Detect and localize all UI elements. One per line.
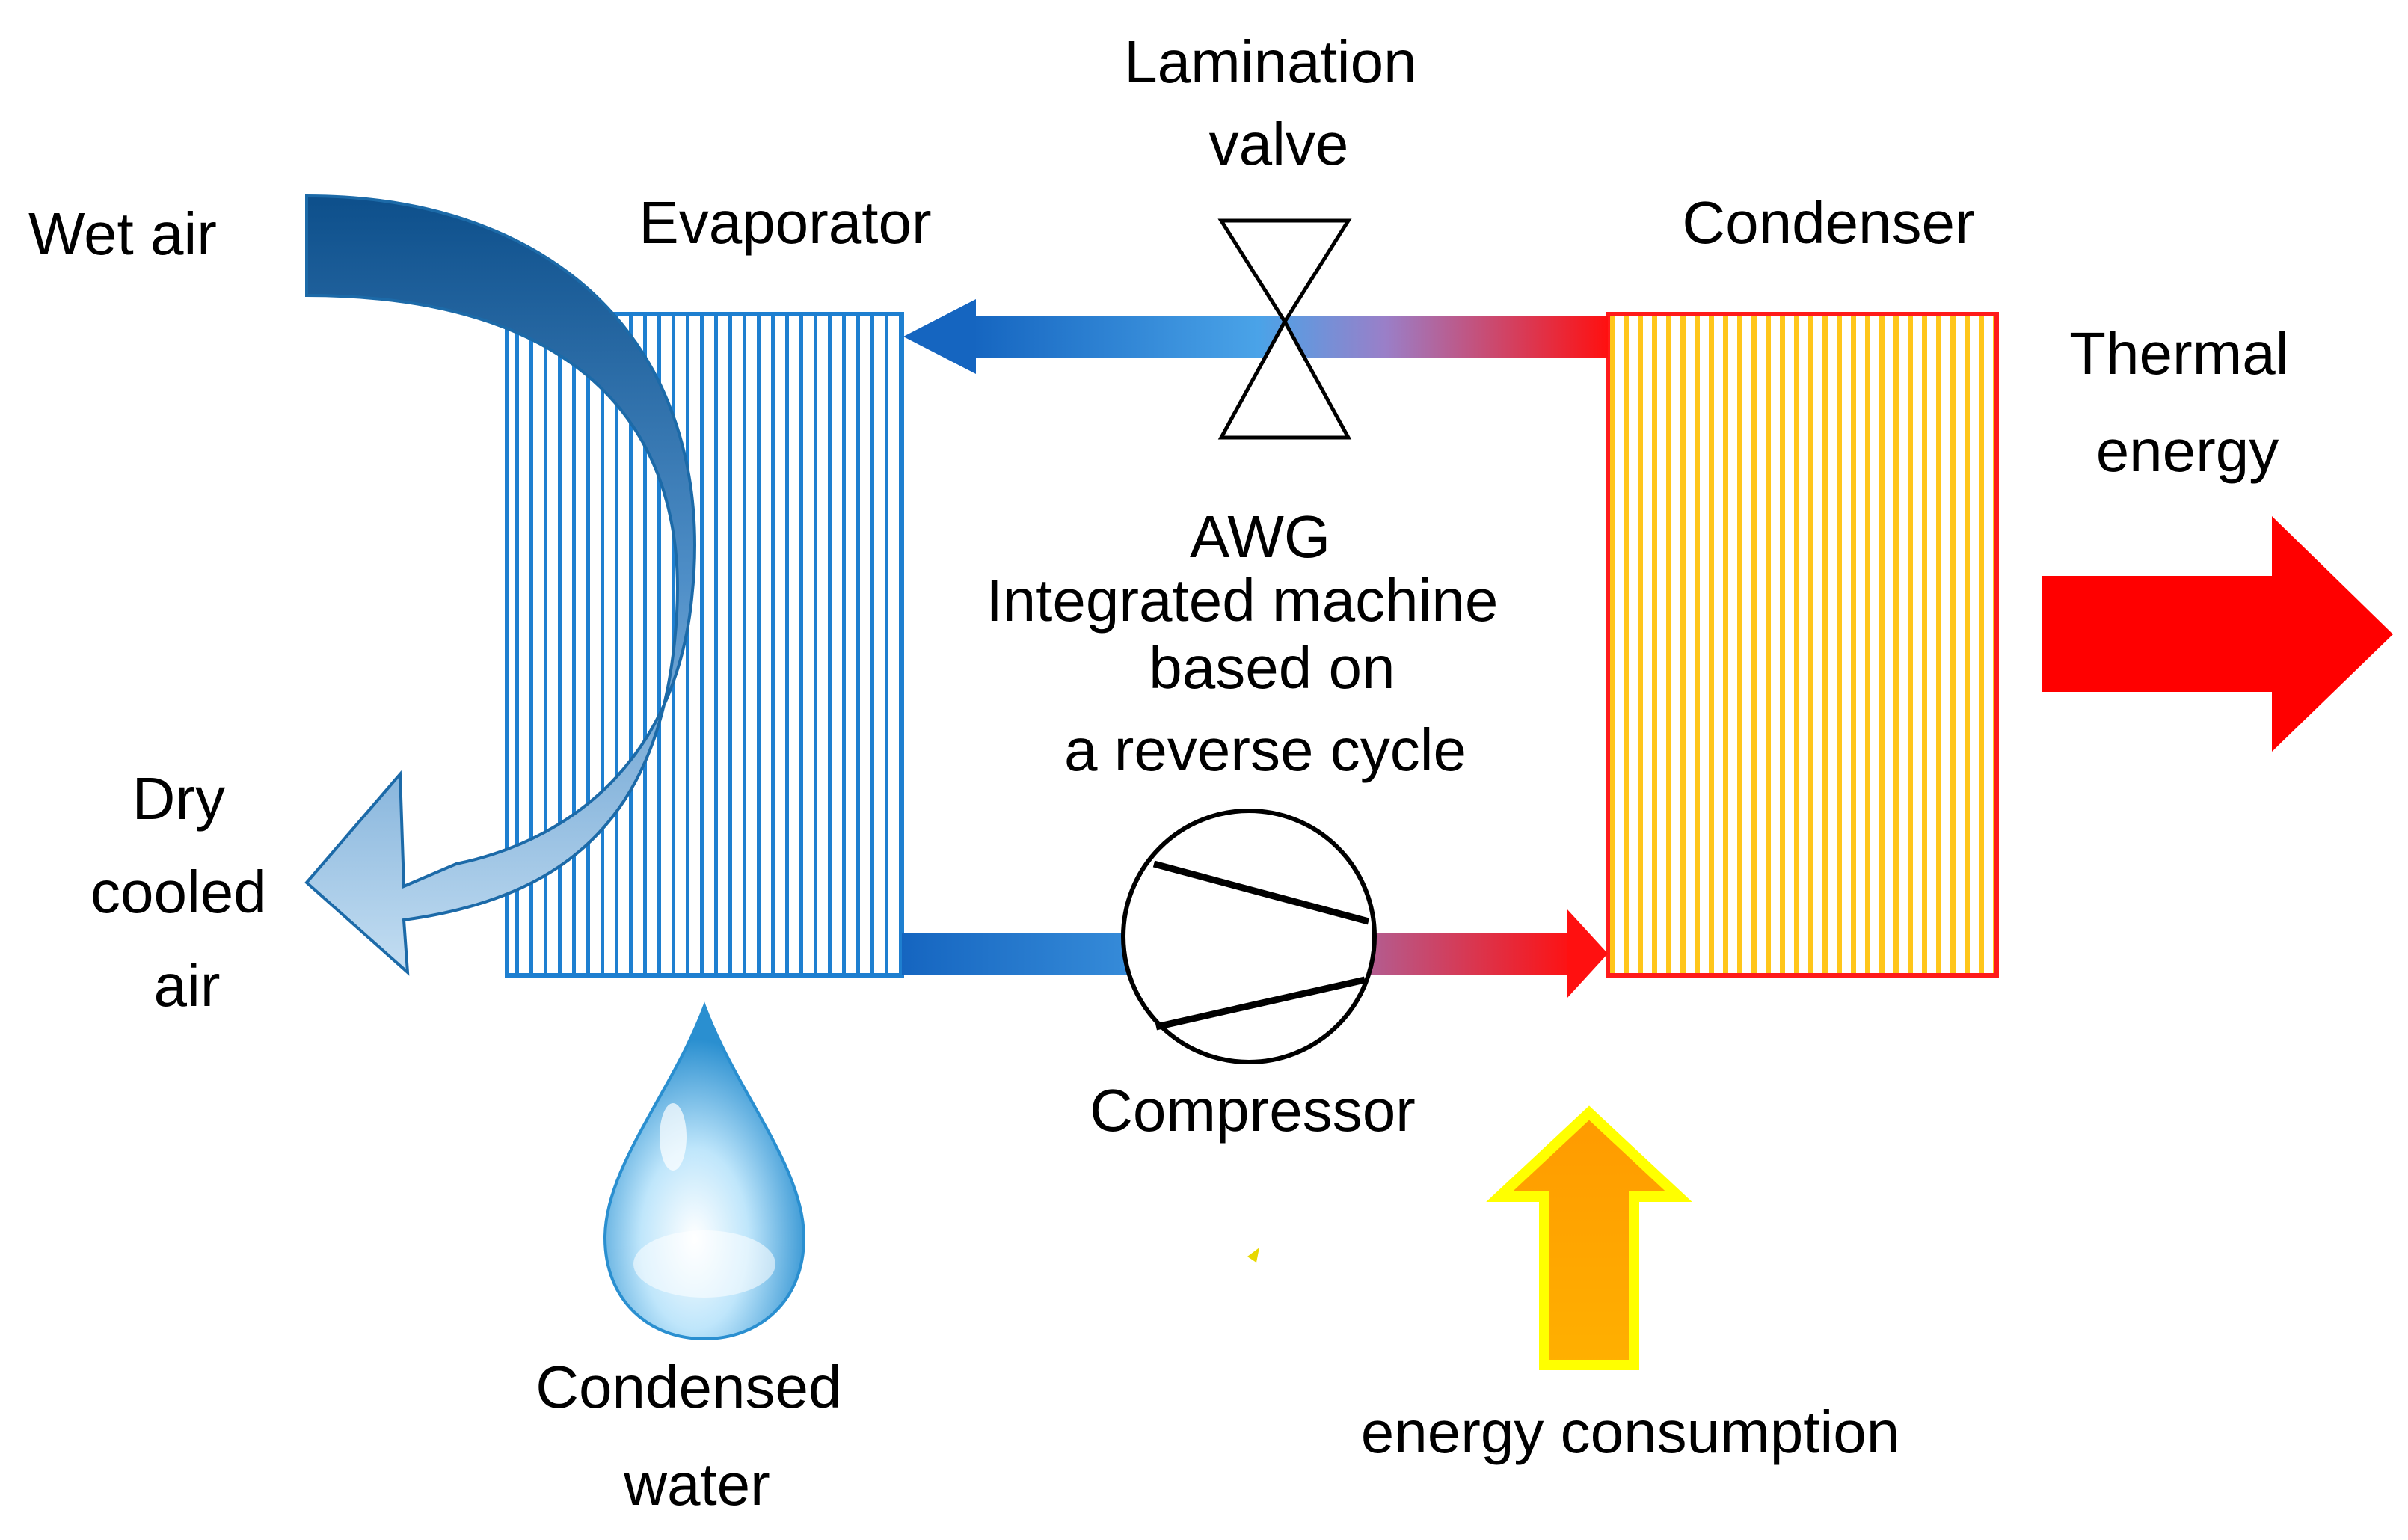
water-drop-icon (603, 1001, 806, 1341)
thermal-energy-arrow (2042, 516, 2393, 752)
stray-mark (1247, 1248, 1259, 1263)
condenser-label: Condenser (1682, 189, 1974, 256)
compressor-icon (1121, 809, 1377, 1064)
evaporator-coil (505, 312, 904, 978)
wet-air-flow-arrow (304, 194, 696, 976)
thermal-energy-label: Thermal energy (2069, 320, 2306, 484)
awg-label: AWG (1190, 503, 1330, 570)
lamination-valve-label: Lamination valve (1124, 28, 1434, 177)
energy-consumption-label: energy consumption (1361, 1399, 1899, 1465)
dry-air-label: Dry cooled air (90, 765, 283, 1019)
condenser-coil (1606, 312, 1999, 978)
condensed-water-label: Condensed water (535, 1354, 858, 1518)
wet-air-label: Wet air (28, 200, 217, 267)
top-refrigerant-line (903, 299, 1608, 374)
energy-consumption-arrow (1486, 1105, 1692, 1370)
evaporator-label: Evaporator (639, 189, 931, 256)
compressor-label: Compressor (1090, 1077, 1416, 1144)
machine-description-label: Integrated machine based on a reverse cy… (986, 567, 1514, 783)
lamination-valve-icon (1217, 218, 1352, 440)
